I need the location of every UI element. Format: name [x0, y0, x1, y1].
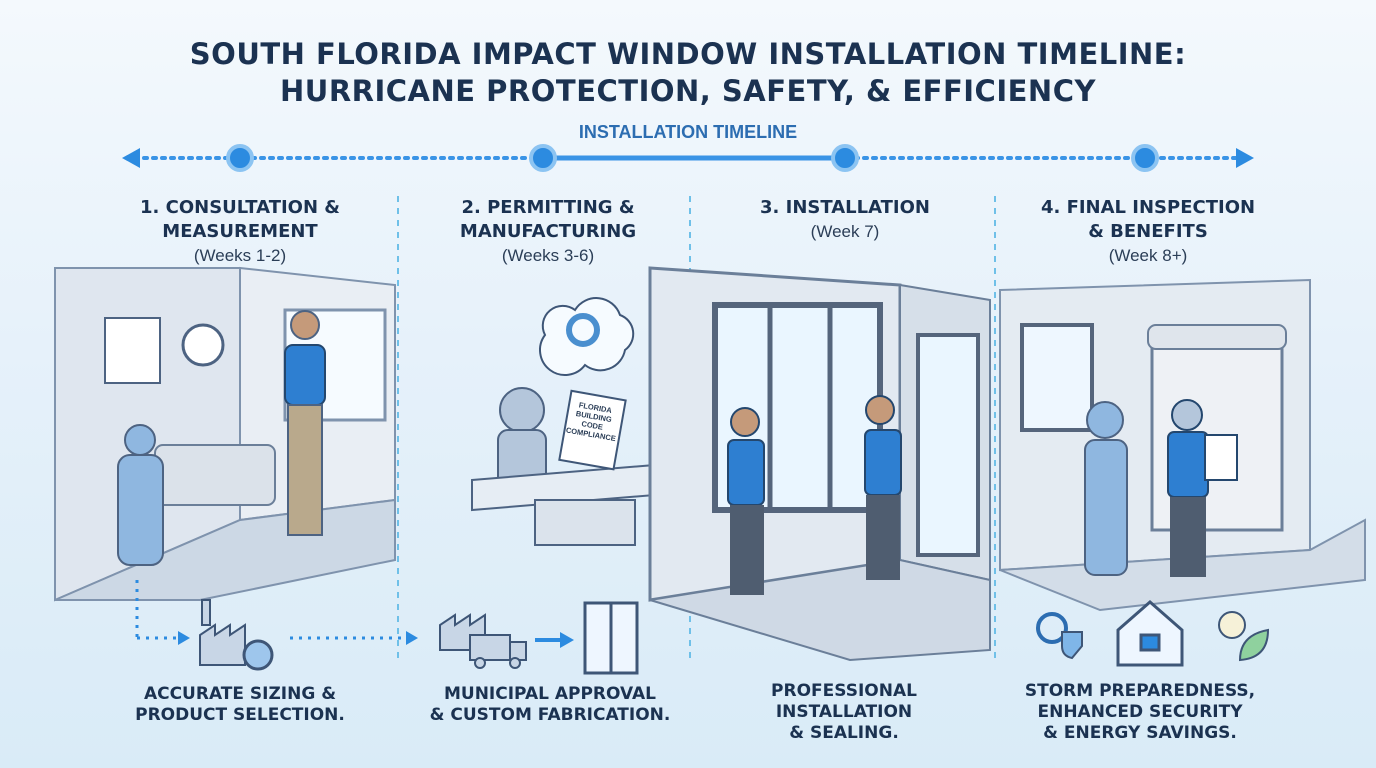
step-3-header: 3. INSTALLATION (Week 7) — [700, 196, 990, 244]
window — [1020, 323, 1094, 432]
step-heading: 1. CONSULTATION & — [140, 197, 340, 218]
title-line-2: HURRICANE PROTECTION, SAFETY, & EFFICIEN… — [280, 74, 1096, 108]
compliance-document — [558, 389, 627, 471]
caption-line: & ENERGY SAVINGS. — [1043, 723, 1237, 743]
step-heading: 4. FINAL INSPECTION — [1040, 197, 1256, 218]
gear-icon — [242, 639, 274, 671]
step-heading: & BENEFITS — [1088, 221, 1208, 242]
caption-line: STORM PREPAREDNESS, — [1024, 681, 1256, 701]
sun-leaf-icon — [1218, 611, 1270, 662]
consultation-room-scene — [54, 266, 396, 602]
consultant-figure — [284, 344, 326, 406]
inspection-scene — [999, 278, 1366, 612]
step-2-caption: MUNICIPAL APPROVAL & CUSTOM FABRICATION. — [400, 684, 700, 726]
permitting-office-scene — [471, 297, 656, 546]
caption-line: ACCURATE SIZING & — [143, 684, 337, 704]
window-icon — [583, 601, 639, 675]
hardhat-worker — [499, 387, 545, 433]
inspection-clipboard — [1204, 434, 1238, 481]
step-heading: 2. PERMITTING & — [461, 197, 635, 218]
step-heading: 3. INSTALLATION — [760, 197, 930, 218]
hurricane-icon — [566, 313, 600, 347]
homeowner-figure — [117, 454, 164, 566]
caption-line: & CUSTOM FABRICATION. — [429, 705, 671, 725]
house-lock-icon — [1116, 600, 1184, 667]
installation-scene — [648, 266, 991, 662]
timeline-node-1 — [226, 144, 254, 172]
arrow-left-icon — [122, 148, 140, 168]
thought-cloud — [539, 297, 635, 376]
homeowner-figure — [1084, 439, 1128, 576]
page-title: SOUTH FLORIDA IMPACT WINDOW INSTALLATION… — [0, 36, 1376, 110]
sofa — [154, 444, 276, 506]
timeline-node-4 — [1131, 144, 1159, 172]
step-2-header: 2. PERMITTING & MANUFACTURING (Weeks 3-6… — [403, 196, 693, 268]
timeline-label: INSTALLATION TIMELINE — [578, 122, 798, 142]
installer-figure-1 — [727, 439, 765, 506]
step-4-header: 4. FINAL INSPECTION & BENEFITS (Week 8+) — [1003, 196, 1293, 268]
factory-truck-icon — [439, 613, 527, 669]
step-heading: MEASUREMENT — [162, 221, 318, 242]
step-1-caption: ACCURATE SIZING & PRODUCT SELECTION. — [90, 684, 390, 726]
step-1-header: 1. CONSULTATION & MEASUREMENT (Weeks 1-2… — [95, 196, 385, 268]
clipboard-icon — [104, 317, 161, 384]
impact-door — [916, 333, 980, 557]
caption-line: INSTALLATION — [775, 702, 913, 722]
caption-line: MUNICIPAL APPROVAL — [443, 684, 657, 704]
factory-icon — [199, 599, 246, 666]
timeline — [122, 144, 1254, 172]
inspector-figure — [1167, 431, 1209, 498]
step-3-caption: PROFESSIONAL INSTALLATION & SEALING. — [694, 681, 994, 744]
caption-line: PRODUCT SELECTION. — [135, 705, 345, 725]
caption-line: & SEALING. — [789, 723, 899, 743]
step-4-caption: STORM PREPAREDNESS, ENHANCED SECURITY & … — [990, 681, 1290, 744]
caption-line: PROFESSIONAL — [771, 681, 917, 701]
caption-line: ENHANCED SECURITY — [1037, 702, 1243, 722]
arrow-right-icon — [1236, 148, 1254, 168]
step-duration: (Weeks 1-2) — [193, 246, 287, 265]
step-duration: (Weeks 3-6) — [501, 246, 595, 265]
installer-figure-2 — [864, 429, 902, 496]
timeline-node-3 — [831, 144, 859, 172]
timeline-node-2 — [529, 144, 557, 172]
step-duration: (Week 8+) — [1108, 246, 1188, 265]
step-heading: MANUFACTURING — [459, 221, 637, 242]
title-line-1: SOUTH FLORIDA IMPACT WINDOW INSTALLATION… — [189, 37, 1187, 71]
step-duration: (Week 7) — [810, 222, 880, 241]
hurricane-shield-icon — [1036, 612, 1083, 660]
clock-icon — [181, 323, 225, 367]
